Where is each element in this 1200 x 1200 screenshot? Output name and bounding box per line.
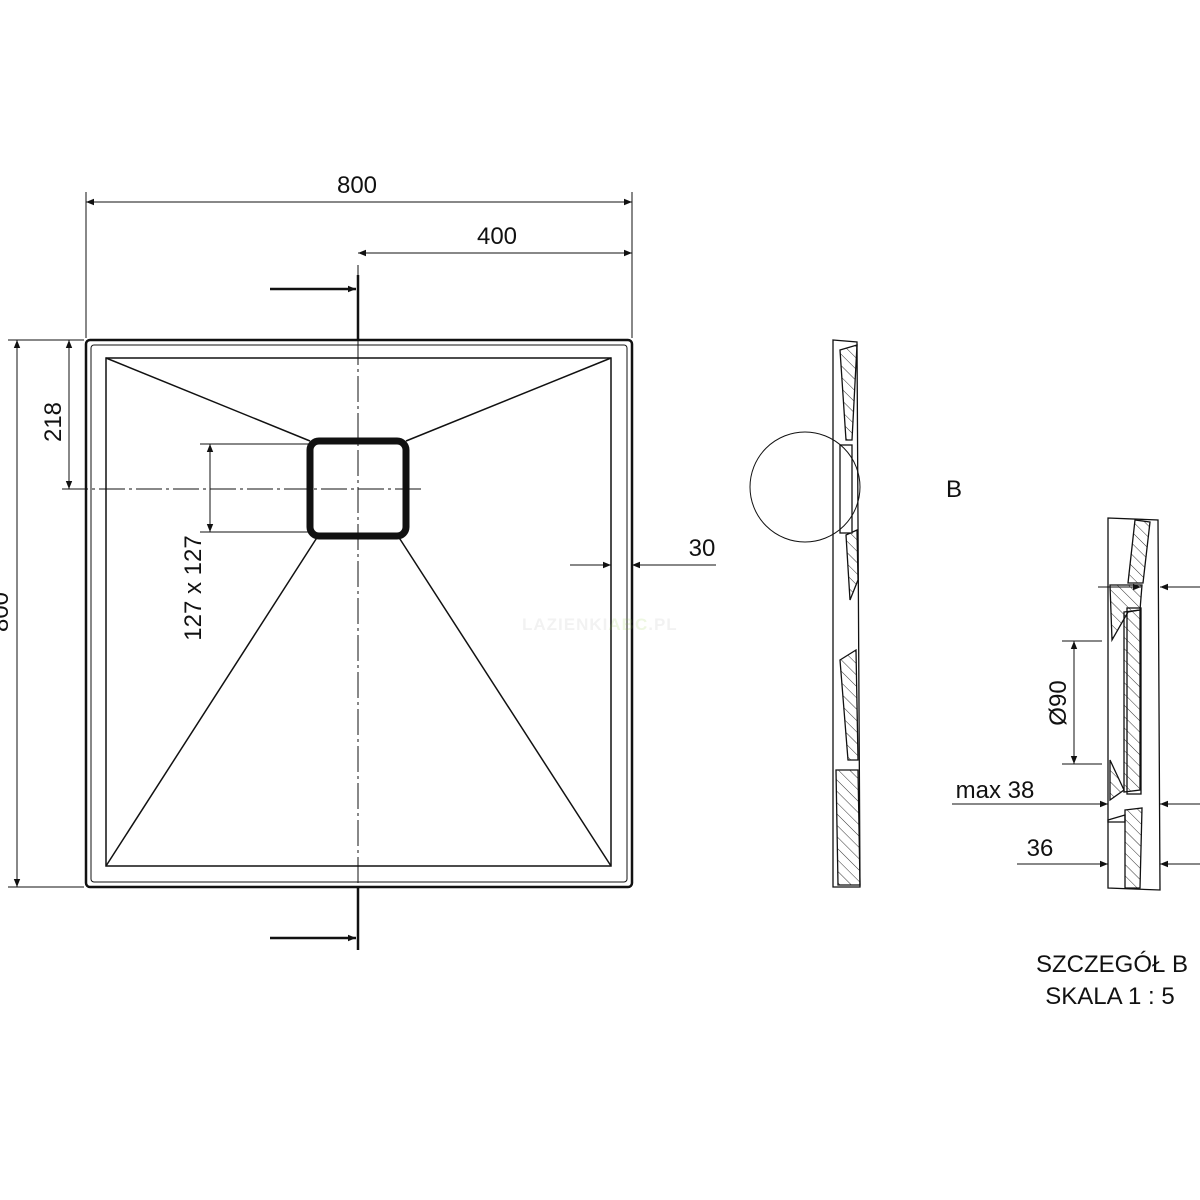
dim-drain-size: 127 x 127 bbox=[180, 535, 207, 640]
dim-drain-offset: 218 bbox=[40, 402, 67, 442]
tray-side-section bbox=[832, 339, 861, 888]
caption-detail: SZCZEGÓŁ B bbox=[1036, 951, 1188, 978]
detail-b-section bbox=[1107, 517, 1161, 891]
dim-pipe-diameter: Ø90 bbox=[1045, 680, 1072, 725]
dim-max-height: max 38 bbox=[956, 777, 1035, 804]
dim-tray-height: 36 bbox=[1027, 835, 1054, 862]
caption-scale: SKALA 1 : 5 bbox=[1045, 983, 1174, 1010]
dim-height-total: 800 bbox=[0, 592, 14, 632]
dim-width-half: 400 bbox=[477, 223, 517, 250]
tray-plan-view bbox=[84, 338, 634, 889]
dim-rim-width: 30 bbox=[689, 535, 716, 562]
detail-circle-b bbox=[749, 431, 861, 543]
center-lines bbox=[62, 265, 422, 950]
dim-width-total: 800 bbox=[337, 172, 377, 199]
detail-label: B bbox=[946, 476, 962, 503]
watermark: LAZIENKIABC.PL bbox=[522, 615, 678, 634]
